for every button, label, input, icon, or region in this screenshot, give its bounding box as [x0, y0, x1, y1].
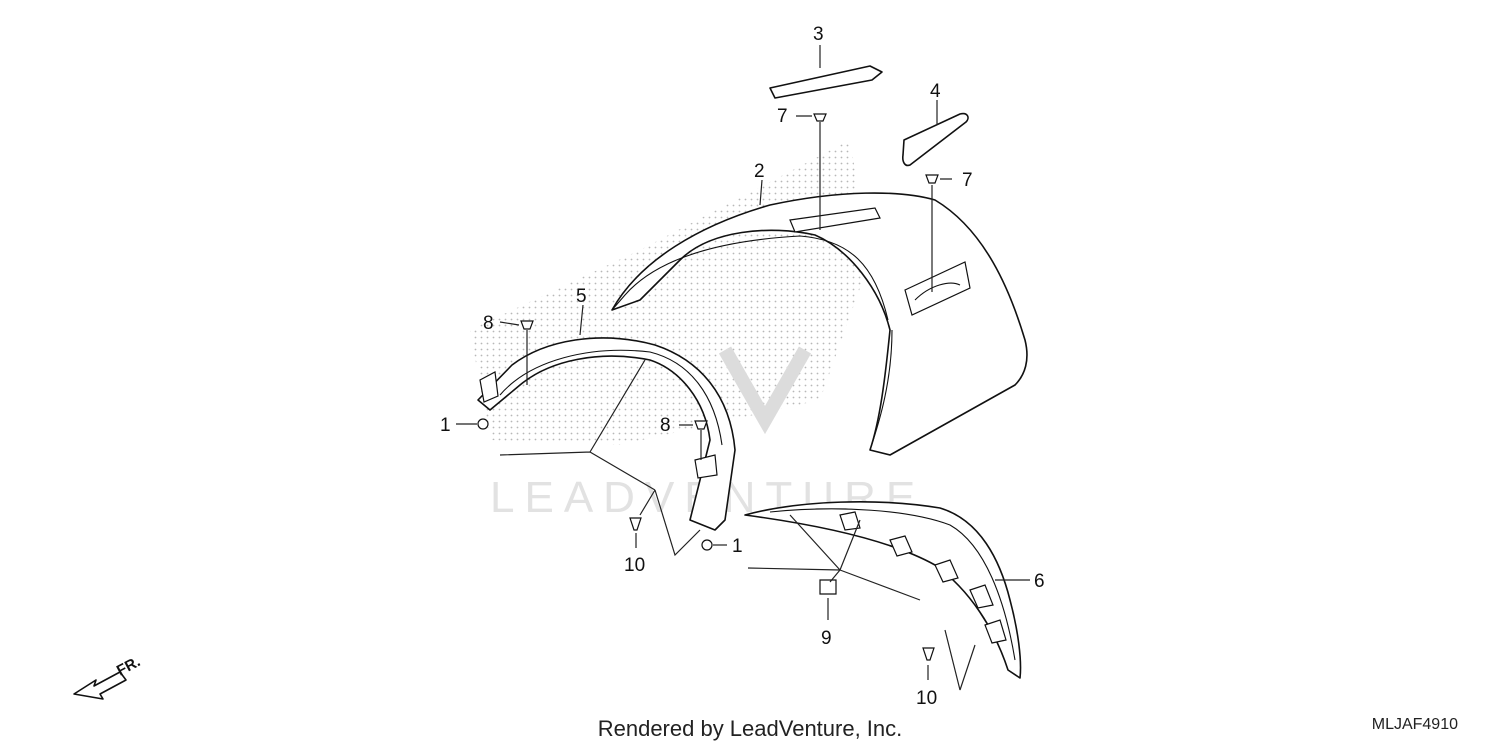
callout-7-top: 7	[777, 106, 788, 127]
callout-6: 6	[1034, 571, 1045, 592]
panel-clip	[889, 535, 913, 557]
callout-1-right: 1	[732, 536, 743, 557]
cover-top-slot	[789, 207, 881, 233]
fastener-8-right	[694, 420, 708, 430]
callout-4: 4	[930, 81, 941, 102]
callout-8-left: 8	[483, 313, 494, 334]
fastener-7-top	[813, 113, 827, 122]
part-4-side-garnish	[902, 112, 969, 167]
part-3-upper-garnish	[769, 65, 883, 99]
watermark-logo	[718, 346, 812, 435]
fastener-1-right	[701, 539, 713, 551]
part-2-main-cover	[611, 192, 1028, 456]
fastener-10-left	[629, 517, 642, 531]
panel-clip	[969, 584, 994, 609]
callout-7-side: 7	[962, 170, 973, 191]
front-direction-indicator: FR.	[73, 653, 143, 700]
callout-8-right: 8	[660, 415, 671, 436]
callout-5: 5	[576, 286, 587, 307]
diagram-code: MLJAF4910	[1371, 716, 1458, 733]
fastener-7-side	[925, 174, 939, 184]
rim-clip-left	[479, 371, 499, 403]
fastener-9-clip	[819, 579, 837, 595]
callouts: 3 7 4 7 2 5 8 1 8 10 1 6 9 10	[440, 24, 1045, 709]
fasteners	[477, 113, 939, 661]
fastener-1-left	[477, 418, 489, 430]
fastener-10-right	[922, 647, 935, 661]
callout-10-right: 10	[916, 688, 937, 709]
panel-clip	[839, 511, 861, 531]
footer-credit: Rendered by LeadVenture, Inc.	[597, 716, 903, 741]
panel-clip	[984, 619, 1007, 644]
cover-side-recess	[904, 261, 971, 316]
callout-10-left: 10	[624, 555, 645, 576]
watermark-shadow-pattern	[470, 140, 870, 445]
panel-clip	[934, 559, 959, 583]
rim-clip-right	[694, 454, 718, 479]
part-5-rim-trim	[477, 337, 736, 531]
leader-lines	[456, 45, 1030, 691]
fastener-8-left	[520, 320, 534, 330]
callout-3: 3	[813, 24, 824, 45]
front-arrow-icon	[73, 671, 127, 700]
callout-9: 9	[821, 628, 832, 649]
part-6-inner-panel	[744, 501, 1022, 679]
callout-2: 2	[754, 161, 765, 182]
callout-1-left: 1	[440, 415, 451, 436]
